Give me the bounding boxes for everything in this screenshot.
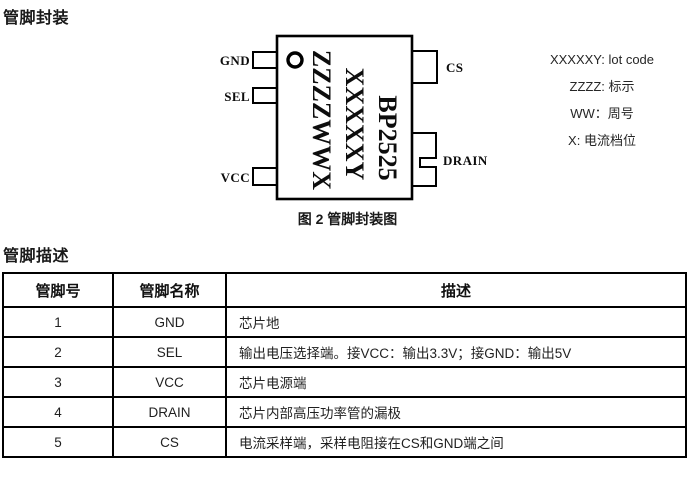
legend-current-grade: X: 电流档位	[568, 133, 636, 148]
pin-label-sel: SEL	[224, 89, 250, 104]
header-pin-name: 管脚名称	[112, 272, 227, 308]
pin-desc: 芯片内部高压功率管的漏极	[225, 396, 687, 428]
pin-sel-shape	[252, 87, 278, 104]
chip-part-number: BP2525	[373, 95, 402, 181]
legend-marking: ZZZZ: 标示	[569, 79, 635, 94]
pin-vcc-shape	[252, 167, 278, 186]
pin-description-table: 管脚号 管脚名称 描述 1 GND 芯片地 2 SEL 输出电压选择端。接VCC…	[2, 272, 687, 458]
pin1-indicator-dot-icon	[286, 51, 304, 69]
pin-name: SEL	[112, 336, 227, 368]
marking-legend: XXXXXY: lot code ZZZZ: 标示 WW：周号 X: 电流档位	[518, 46, 686, 154]
pin-desc: 芯片地	[225, 306, 687, 338]
header-pin-number: 管脚号	[2, 272, 114, 308]
chip-marking-batch-code: ZZZZWWX	[307, 49, 336, 191]
pin-name: GND	[112, 306, 227, 338]
legend-week-number: WW：周号	[570, 106, 634, 121]
header-pin-desc: 描述	[225, 272, 687, 308]
chip-package-diagram: GND SEL VCC CS DRAIN ZZZZWWX XXXXXY BP25…	[219, 34, 686, 227]
pin-drain-shape	[411, 132, 437, 187]
page-title-pin-package: 管脚封装	[3, 10, 70, 27]
pin-number: 4	[2, 396, 114, 428]
pin-name: DRAIN	[112, 396, 227, 428]
pin-name: CS	[112, 426, 227, 458]
table-row: 1 GND 芯片地	[2, 306, 687, 338]
pin-cs-shape	[411, 50, 438, 84]
table-row: 4 DRAIN 芯片内部高压功率管的漏极	[2, 396, 687, 428]
pin-number: 3	[2, 366, 114, 398]
legend-lot-code: XXXXXY: lot code	[549, 52, 655, 67]
chip-marking-lot-code: XXXXXY	[340, 67, 369, 181]
pin-desc: 电流采样端，采样电阻接在CS和GND端之间	[225, 426, 687, 458]
pin-number: 5	[2, 426, 114, 458]
figure-caption: 图 2 管脚封装图	[297, 211, 398, 227]
table-header-row: 管脚号 管脚名称 描述	[2, 272, 687, 308]
pin-label-drain: DRAIN	[443, 153, 488, 168]
pin-label-gnd: GND	[219, 53, 250, 68]
table-row: 2 SEL 输出电压选择端。接VCC：输出3.3V；接GND：输出5V	[2, 336, 687, 368]
pin-gnd-shape	[252, 51, 278, 69]
chip-package-drawing	[252, 34, 438, 201]
pin-desc: 输出电压选择端。接VCC：输出3.3V；接GND：输出5V	[225, 336, 687, 368]
pin-number: 2	[2, 336, 114, 368]
table-row: 5 CS 电流采样端，采样电阻接在CS和GND端之间	[2, 426, 687, 458]
pin-label-cs: CS	[446, 60, 464, 75]
table-row: 3 VCC 芯片电源端	[2, 366, 687, 398]
pin-name: VCC	[112, 366, 227, 398]
pin-desc: 芯片电源端	[225, 366, 687, 398]
section-title-pin-description: 管脚描述	[3, 248, 70, 265]
pin-number: 1	[2, 306, 114, 338]
pin-label-vcc: VCC	[220, 170, 250, 185]
